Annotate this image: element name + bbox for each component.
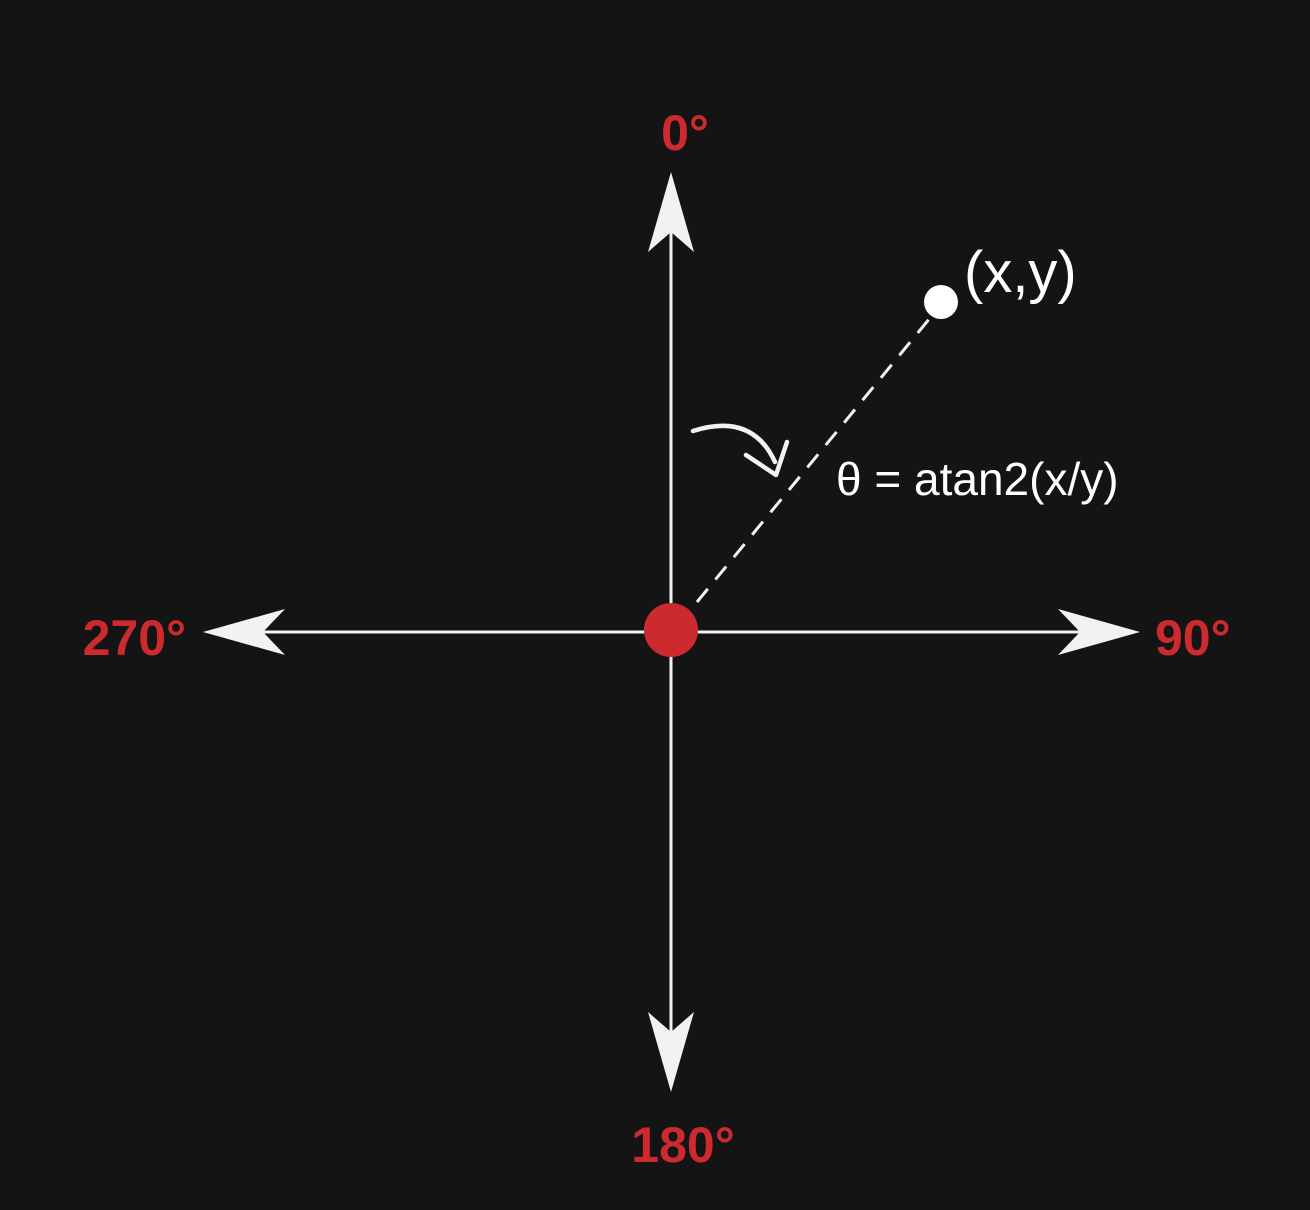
label-180-degrees: 180° xyxy=(631,1117,734,1173)
point-label: (x,y) xyxy=(964,240,1077,305)
curved-arrow-icon xyxy=(690,423,790,478)
label-270-degrees: 270° xyxy=(83,610,186,666)
formula-label: θ = atan2(x/y) xyxy=(836,453,1119,505)
arrow-down-icon xyxy=(648,1012,694,1092)
label-0-degrees: 0° xyxy=(661,105,709,161)
dashed-radius-line xyxy=(695,317,932,603)
label-90-degrees: 90° xyxy=(1155,610,1231,666)
arrow-right-icon xyxy=(1058,609,1140,655)
point-dot xyxy=(924,285,958,319)
origin-dot xyxy=(644,603,698,657)
arrow-left-icon xyxy=(203,609,285,655)
arrow-up-icon xyxy=(648,172,694,252)
